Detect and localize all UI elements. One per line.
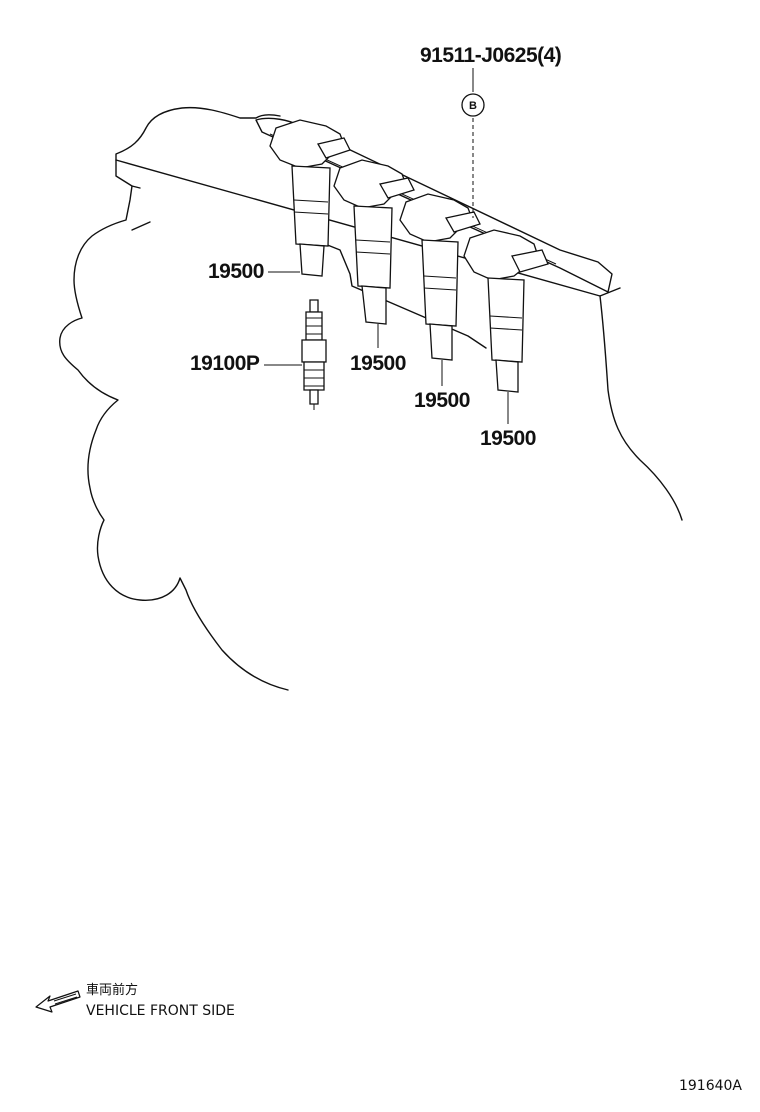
spark-plug: [301, 299, 327, 410]
coil-2-part-label: 19500: [350, 352, 406, 375]
vehicle-front-jp-text: 車両前方: [86, 982, 138, 998]
bolt-part-label: 91511-J0625(4): [420, 44, 561, 67]
coil-3-part-label: 19500: [414, 389, 470, 412]
ignition-coil-2: [333, 159, 415, 325]
spark-plug-part-label: 19100P: [190, 352, 260, 375]
front-arrow-icon: [35, 990, 81, 1013]
ignition-coil-4: [463, 229, 549, 393]
vehicle-front-indicator: 車両前方 VEHICLE FRONT SIDE: [35, 982, 235, 1019]
callout-b: B: [461, 93, 485, 117]
coil-4-part-label: 19500: [480, 427, 536, 450]
callout-b-letter: B: [469, 100, 477, 112]
vehicle-front-en-text: VEHICLE FRONT SIDE: [86, 1003, 235, 1019]
engine-outline: [59, 106, 683, 691]
leader-lines: [264, 68, 509, 424]
ignition-coil-3: [399, 193, 481, 361]
coil-1-part-label: 19500: [208, 260, 264, 283]
ignition-coil-1: [269, 119, 351, 277]
figure-id: 191640A: [679, 1078, 742, 1094]
